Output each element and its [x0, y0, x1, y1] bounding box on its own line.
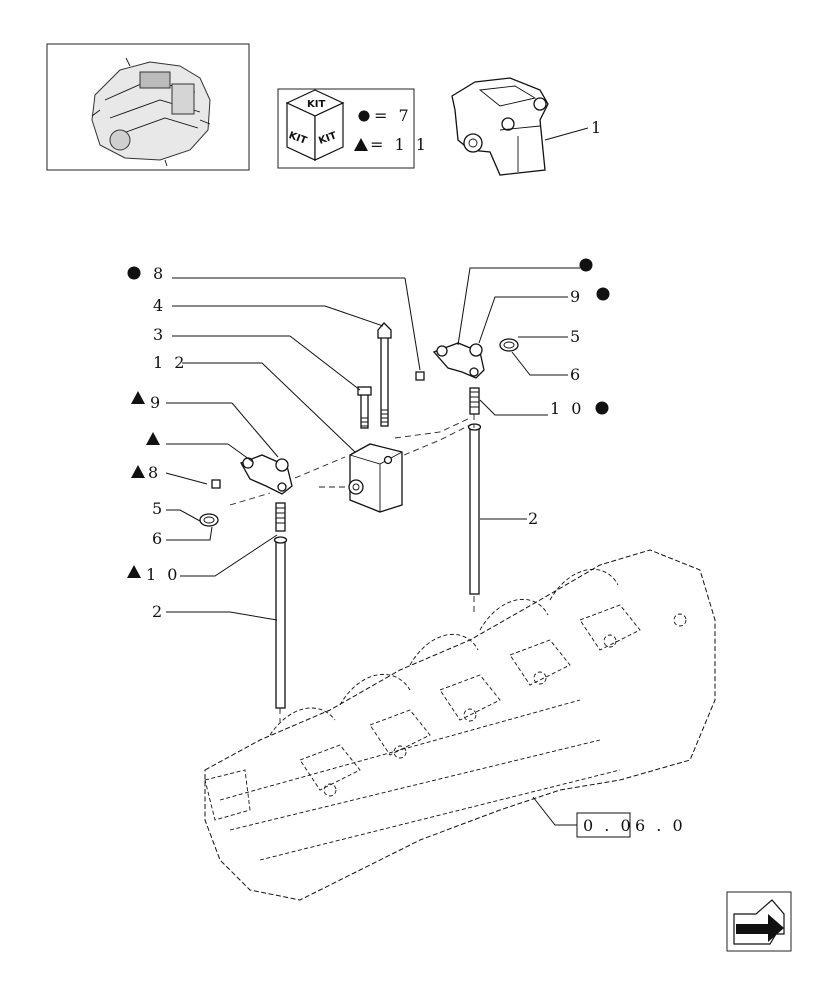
callout-4: 4 — [153, 296, 166, 315]
callout-2-left: 2 — [152, 602, 165, 621]
callout-8-top: 8 — [153, 264, 166, 283]
triangle-marker-icon — [131, 465, 145, 478]
kit-triangle-count: = 1 1 — [370, 135, 429, 154]
reference-boxed: 0 . 0 — [583, 816, 634, 835]
callout-9-left: 9 — [150, 393, 163, 412]
engine-thumbnail[interactable] — [46, 43, 250, 171]
reference-rest: 6 . 0 — [635, 816, 686, 835]
callout-6-left: 6 — [152, 529, 165, 548]
dot-marker-icon — [595, 401, 609, 415]
kit-box-icon: KIT KIT KIT — [285, 89, 345, 161]
callout-8-left: 8 — [148, 463, 161, 482]
dot-marker-icon — [596, 287, 610, 301]
callout-1: 1 — [591, 118, 604, 137]
callout-2-right: 2 — [528, 509, 541, 528]
callout-10-left: 1 0 — [146, 565, 180, 584]
callout-3: 3 — [153, 325, 166, 344]
triangle-marker-icon — [354, 138, 368, 151]
reference-link[interactable]: 0 . 0 6 . 0 — [576, 812, 686, 838]
dot-marker-icon — [127, 266, 141, 280]
rocker-assembly-thumbnail — [451, 77, 589, 176]
rocker-support-block — [319, 322, 471, 513]
kit-dot-count: = 7 — [374, 106, 412, 125]
cylinder-head — [204, 549, 716, 901]
dot-marker-icon — [579, 258, 593, 272]
callout-10-right: 1 0 — [550, 399, 584, 418]
nav-arrow-icon[interactable] — [726, 891, 792, 952]
triangle-marker-icon — [146, 432, 160, 445]
callout-12: 1 2 — [153, 353, 187, 372]
callout-5-right: 5 — [570, 327, 583, 346]
kit-legend: KIT KIT KIT = 7 = 1 1 — [277, 88, 429, 169]
callout-6-right: 6 — [570, 365, 583, 384]
kit-label-top: KIT — [307, 99, 325, 110]
right-pushrod-assembly — [415, 338, 519, 616]
callout-5-left: 5 — [152, 499, 165, 518]
callout-9-right: 9 — [570, 287, 583, 306]
triangle-marker-icon — [127, 565, 141, 578]
dot-marker-icon — [358, 110, 370, 122]
leader-lines — [165, 267, 580, 826]
triangle-marker-icon — [131, 391, 145, 404]
left-pushrod-assembly — [199, 454, 346, 722]
